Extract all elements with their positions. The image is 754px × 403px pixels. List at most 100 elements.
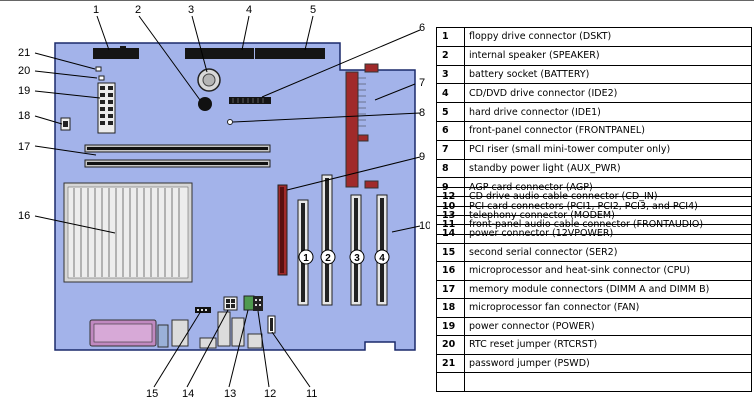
legend-description: CD drive audio cable connector (CD_IN)	[464, 187, 752, 207]
front-panel-connector	[229, 97, 271, 104]
legend-number: 18	[436, 298, 465, 318]
callout-21: 21	[18, 47, 30, 59]
callout-15: 15	[146, 388, 158, 400]
legend-description: standby power light (AUX_PWR)	[464, 158, 752, 179]
legend-description: internal speaker (SPEAKER)	[464, 45, 752, 66]
rtc-reset-jumper	[98, 75, 105, 81]
slot-label-4: 4	[379, 253, 385, 264]
callout-18: 18	[18, 110, 30, 122]
top-rule	[0, 0, 754, 1]
slot-label-3: 3	[354, 253, 360, 264]
floppy-connector	[93, 48, 139, 59]
legend-description: microprocessor fan connector (FAN)	[464, 298, 752, 318]
callout-12: 12	[264, 388, 276, 400]
callout-4: 4	[246, 4, 252, 16]
callout-19: 19	[18, 85, 30, 97]
callout-3: 3	[188, 4, 194, 16]
leader-lines	[34, 15, 421, 388]
standby-power-light	[227, 119, 233, 125]
callout-16: 16	[18, 210, 30, 222]
callout-17: 17	[18, 141, 30, 153]
callout-5: 5	[310, 4, 316, 16]
motherboard-diagram: 1 2 3 4	[18, 4, 430, 400]
callout-11: 11	[306, 388, 317, 400]
legend-description: second serial connector (SER2)	[464, 242, 752, 262]
ide2-connector	[185, 48, 254, 59]
legend-number: 3	[436, 64, 465, 85]
legend-number: 8	[436, 158, 465, 179]
callout-13: 13	[224, 388, 236, 400]
ide1-connector	[255, 48, 325, 59]
legend-description: PCI riser (small mini-tower computer onl…	[464, 139, 752, 160]
legend-description: password jumper (PSWD)	[464, 353, 752, 373]
slot-label-2: 2	[325, 253, 331, 264]
callout-7: 7	[419, 77, 425, 89]
legend-number: 4	[436, 83, 465, 104]
legend-number: 6	[436, 120, 465, 141]
legend-description: battery socket (BATTERY)	[464, 64, 752, 85]
legend-number: 17	[436, 279, 465, 299]
legend-description: microprocessor and heat-sink connector (…	[464, 261, 752, 281]
legend-description: power connector (12VPOWER)	[464, 224, 752, 244]
memory-module-connectors	[84, 144, 271, 168]
legend-description: CD/DVD drive connector (IDE2)	[464, 83, 752, 104]
password-jumper	[95, 66, 102, 72]
legend-description: RTC reset jumper (RTCRST)	[464, 335, 752, 355]
legend-number: 16	[436, 261, 465, 281]
callout-2: 2	[135, 4, 141, 16]
callout-20: 20	[18, 65, 30, 77]
slot-label-1: 1	[303, 253, 309, 264]
callout-8: 8	[419, 107, 425, 119]
legend-number: 5	[436, 102, 465, 122]
legend-description: hard drive connector (IDE1)	[464, 102, 752, 122]
legend-number	[436, 372, 465, 392]
legend-number: 13	[436, 205, 465, 225]
callout-10: 10	[419, 220, 430, 232]
legend-number: 14	[436, 224, 465, 244]
telephony-connector	[243, 295, 255, 311]
callout-1: 1	[93, 4, 99, 16]
legend-row-empty	[436, 372, 752, 392]
legend-number: 12	[436, 187, 465, 207]
callout-14: 14	[182, 388, 194, 400]
legend-number: 7	[436, 139, 465, 160]
12v-power-connector	[223, 296, 238, 311]
cpu-heat-sink	[63, 182, 193, 283]
legend-number: 2	[436, 45, 465, 66]
legend-number: 19	[436, 316, 465, 336]
legend-description: telephony connector (MODEM)	[464, 205, 752, 225]
legend-number: 21	[436, 353, 465, 373]
legend-description: front-panel connector (FRONTPANEL)	[464, 120, 752, 141]
internal-speaker	[198, 97, 212, 111]
legend-number: 1	[436, 27, 465, 47]
legend-description: power connector (POWER)	[464, 316, 752, 336]
callout-6: 6	[419, 22, 425, 34]
pci-riser	[345, 71, 359, 188]
legend-description	[464, 372, 752, 392]
callout-9: 9	[419, 151, 425, 163]
pci-slot-2	[321, 174, 333, 306]
cd-audio-connector	[253, 296, 263, 311]
legend-number: 15	[436, 242, 465, 262]
legend-number: 20	[436, 335, 465, 355]
legend-description: memory module connectors (DIMM A and DIM…	[464, 279, 752, 299]
